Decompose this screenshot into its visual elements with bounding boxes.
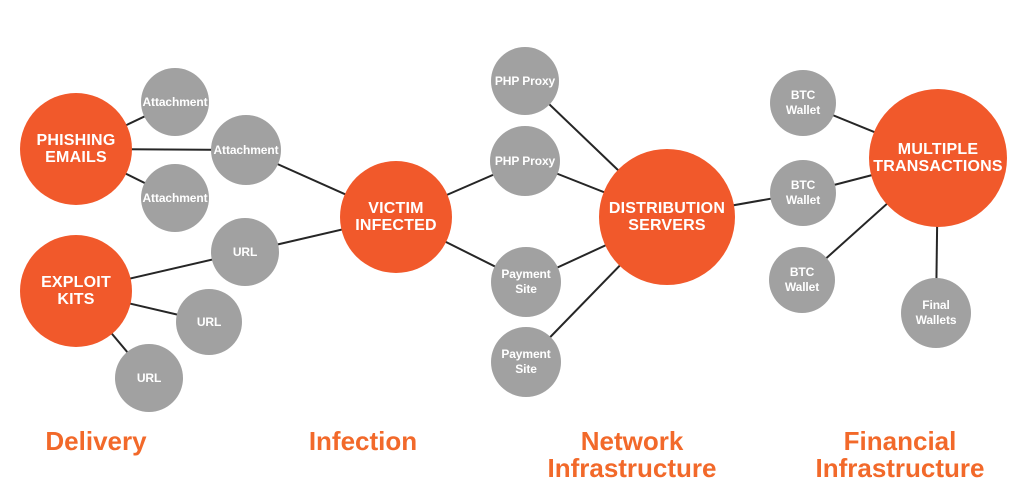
node-label-line: BTC — [790, 88, 816, 102]
node-php-proxy-2: PHP Proxy — [490, 126, 560, 196]
node-url-1: URL — [211, 218, 279, 286]
node-label-line: Site — [515, 362, 537, 376]
stage-label-infection: Infection — [309, 428, 417, 455]
stage-label-delivery: Delivery — [45, 428, 146, 455]
stage-label-line: Delivery — [45, 426, 147, 456]
stage-label-line: Infection — [308, 426, 418, 456]
node-label-line: PHP Proxy — [494, 73, 556, 88]
node-label-line: Wallet — [785, 103, 821, 117]
node-label-line: KITS — [57, 291, 95, 308]
node-label-line: INFECTED — [355, 217, 437, 234]
node-attachment-3: Attachment — [141, 164, 209, 232]
stage-label-line: Financial — [843, 426, 957, 456]
node-label-line: BTC — [790, 178, 816, 192]
node-label-line: Attachment — [213, 142, 279, 157]
node-label-line: Site — [515, 282, 537, 296]
stage-label-line: Network — [580, 426, 684, 456]
node-label-line: URL — [232, 244, 258, 259]
node-label-line: Wallet — [784, 280, 820, 294]
node-label-line: Final — [922, 298, 950, 312]
node-label-line: TRANSACTIONS — [873, 158, 1003, 175]
node-label-line: Wallet — [785, 193, 821, 207]
node-label-line: EMAILS — [45, 149, 107, 166]
node-url-3: URL — [115, 344, 183, 412]
stage-label-line: Infrastructure — [547, 453, 717, 483]
node-label-line: URL — [196, 314, 222, 329]
node-label-line: MULTIPLE — [897, 141, 979, 158]
node-label-line: URL — [136, 370, 162, 385]
node-label-line: SERVERS — [628, 217, 706, 234]
node-php-proxy-1: PHP Proxy — [491, 47, 559, 115]
node-label-line: Payment — [501, 347, 551, 361]
node-label-line: VICTIM — [368, 200, 424, 217]
node-label-line: BTC — [789, 265, 815, 279]
node-attachment-1: Attachment — [141, 68, 209, 136]
node-url-2: URL — [176, 289, 242, 355]
stage-label-line: Infrastructure — [815, 453, 985, 483]
node-label-line: Wallets — [915, 313, 957, 327]
node-label-line: PHISHING — [36, 132, 116, 149]
node-label-line: Attachment — [142, 94, 208, 109]
node-label-line: PHP Proxy — [494, 153, 556, 168]
node-label-line: DISTRIBUTION — [608, 200, 726, 217]
node-label-line: Attachment — [142, 190, 208, 205]
node-label-line: Payment — [501, 267, 551, 281]
node-attachment-2: Attachment — [211, 115, 281, 185]
node-label-line: EXPLOIT — [41, 274, 111, 291]
